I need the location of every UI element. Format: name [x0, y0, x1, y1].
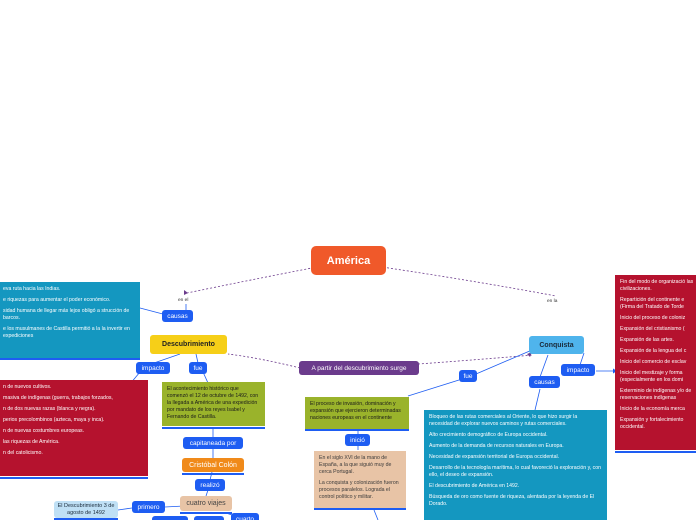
root-node-america[interactable]: América	[311, 246, 386, 275]
primero-link[interactable]: primero	[132, 501, 165, 513]
underline	[0, 358, 140, 360]
causa-item: e los musulmanes de Castilla permitió a …	[3, 326, 130, 340]
underline	[54, 518, 118, 520]
descubrimiento-causas-box[interactable]: eva ruta hacia las Indias. e riquezas pa…	[0, 282, 140, 358]
impacto-item: Fin del modo de organizació las civiliza…	[620, 279, 694, 293]
inicio-box[interactable]: En el siglo XVI de la mano de España, a …	[314, 451, 406, 508]
causa-item: Bloqueo de las rutas comerciales al Orie…	[429, 414, 578, 428]
segundo-link-partial[interactable]	[152, 516, 188, 520]
viajes-node[interactable]: cuatro viajes	[180, 496, 232, 511]
descubrimiento-fue-link[interactable]: fue	[189, 362, 207, 374]
conquista-impacto-link[interactable]: impacto	[561, 364, 595, 376]
impacto-item: Inicio del comercio de esclav	[620, 359, 687, 366]
causa-item: Alto crecimiento demográfico de Europa o…	[429, 432, 548, 439]
underline	[180, 512, 232, 514]
colon-node[interactable]: Cristóbal Colón	[182, 458, 244, 472]
impacto-item: Expansión y fortalecimiento occidental.	[620, 417, 684, 431]
underline	[162, 427, 265, 429]
impacto-item: Inicio del proceso de coloniz	[620, 315, 686, 322]
fue-text: El proceso de invasión, dominación y exp…	[310, 401, 401, 422]
capitaneada-link[interactable]: capitaneada por	[183, 437, 243, 449]
inicio-link[interactable]: inició	[345, 434, 370, 446]
impacto-item: Expansión del cristianismo (	[620, 326, 685, 333]
descubrimiento-impacto-box[interactable]: n de nuevos cultivos. masiva de indígena…	[0, 380, 148, 476]
impacto-item: las riquezas de América.	[3, 439, 60, 446]
descubrimiento-impacto-link[interactable]: impacto	[136, 362, 170, 374]
conquista-fue-link[interactable]: fue	[459, 370, 477, 382]
conquista-node[interactable]: Conquista	[529, 336, 584, 354]
causa-item: Necesidad de expansión territorial de Eu…	[429, 454, 560, 461]
impacto-item: n de nuevas costumbres europeas.	[3, 428, 85, 435]
a-partir-node[interactable]: A partir del descubrimiento surge	[299, 361, 419, 375]
inicio-text: La conquista y colonización fueron proce…	[319, 480, 399, 501]
conquista-causas-box[interactable]: Bloqueo de las rutas comerciales al Orie…	[424, 410, 607, 520]
impacto-item: Inicio de la economía merca	[620, 406, 685, 413]
label-en-el: en el	[178, 298, 189, 303]
impacto-item: Expansión de las artes.	[620, 337, 674, 344]
fue-text: El acontecimiento histórico que comenzó …	[167, 386, 259, 421]
conquista-causas-link[interactable]: causas	[529, 376, 560, 388]
realizo-link[interactable]: realizó	[195, 479, 225, 491]
primero-viaje-box[interactable]: El Descubrimiento 3 de agosto de 1492	[54, 501, 118, 518]
underline	[615, 451, 696, 453]
impacto-item: Expansión de la lengua del c	[620, 348, 687, 355]
underline	[182, 473, 244, 475]
causa-item: El descubrimiento de América en 1492.	[429, 483, 520, 490]
conquista-fue-box[interactable]: El proceso de invasión, dominación y exp…	[305, 397, 409, 429]
causa-item: e riquezas para aumentar el poder económ…	[3, 297, 111, 304]
descubrimiento-fue-box[interactable]: El acontecimiento histórico que comenzó …	[162, 382, 265, 426]
causa-item: eva ruta hacia las Indias.	[3, 286, 61, 292]
conquista-impacto-box[interactable]: Fin del modo de organizació las civiliza…	[615, 275, 696, 450]
impacto-item: Exterminio de indígenas y/o de reservaci…	[620, 388, 692, 402]
underline	[314, 508, 406, 510]
impacto-item: n de nuevos cultivos.	[3, 384, 52, 390]
impacto-item: masiva de indígenas (guerra, trabajos fo…	[3, 395, 113, 402]
impacto-item: perios precolombinos (azteca, maya y inc…	[3, 417, 105, 424]
inicio-text: En el siglo XVI de la mano de España, a …	[319, 455, 392, 476]
causa-item: Aumento de la demanda de recursos natura…	[429, 443, 564, 450]
impacto-item: Inicio del mestizaje y forma (especialme…	[620, 370, 684, 384]
cuarto-link[interactable]: cuarto	[231, 513, 259, 520]
causa-item: Desarrollo de la tecnología marítima, lo…	[429, 465, 602, 479]
descubrimiento-node[interactable]: Descubrimiento	[150, 335, 227, 354]
underline	[0, 477, 148, 479]
label-en-la: en la	[547, 299, 558, 304]
impacto-item: n de dos nuevas razas (blanca y negra).	[3, 406, 96, 413]
impacto-item: Repartición del continente e (Firma del …	[620, 297, 685, 311]
causa-item: sidad humana de llegar más lejos obligó …	[3, 308, 130, 322]
tercero-link-partial[interactable]	[194, 516, 224, 520]
underline	[305, 429, 409, 431]
descubrimiento-causas-link[interactable]: causas	[162, 310, 193, 322]
causa-item: Búsqueda de oro como fuente de riqueza, …	[429, 494, 595, 508]
impacto-item: n del catolicismo.	[3, 450, 43, 457]
